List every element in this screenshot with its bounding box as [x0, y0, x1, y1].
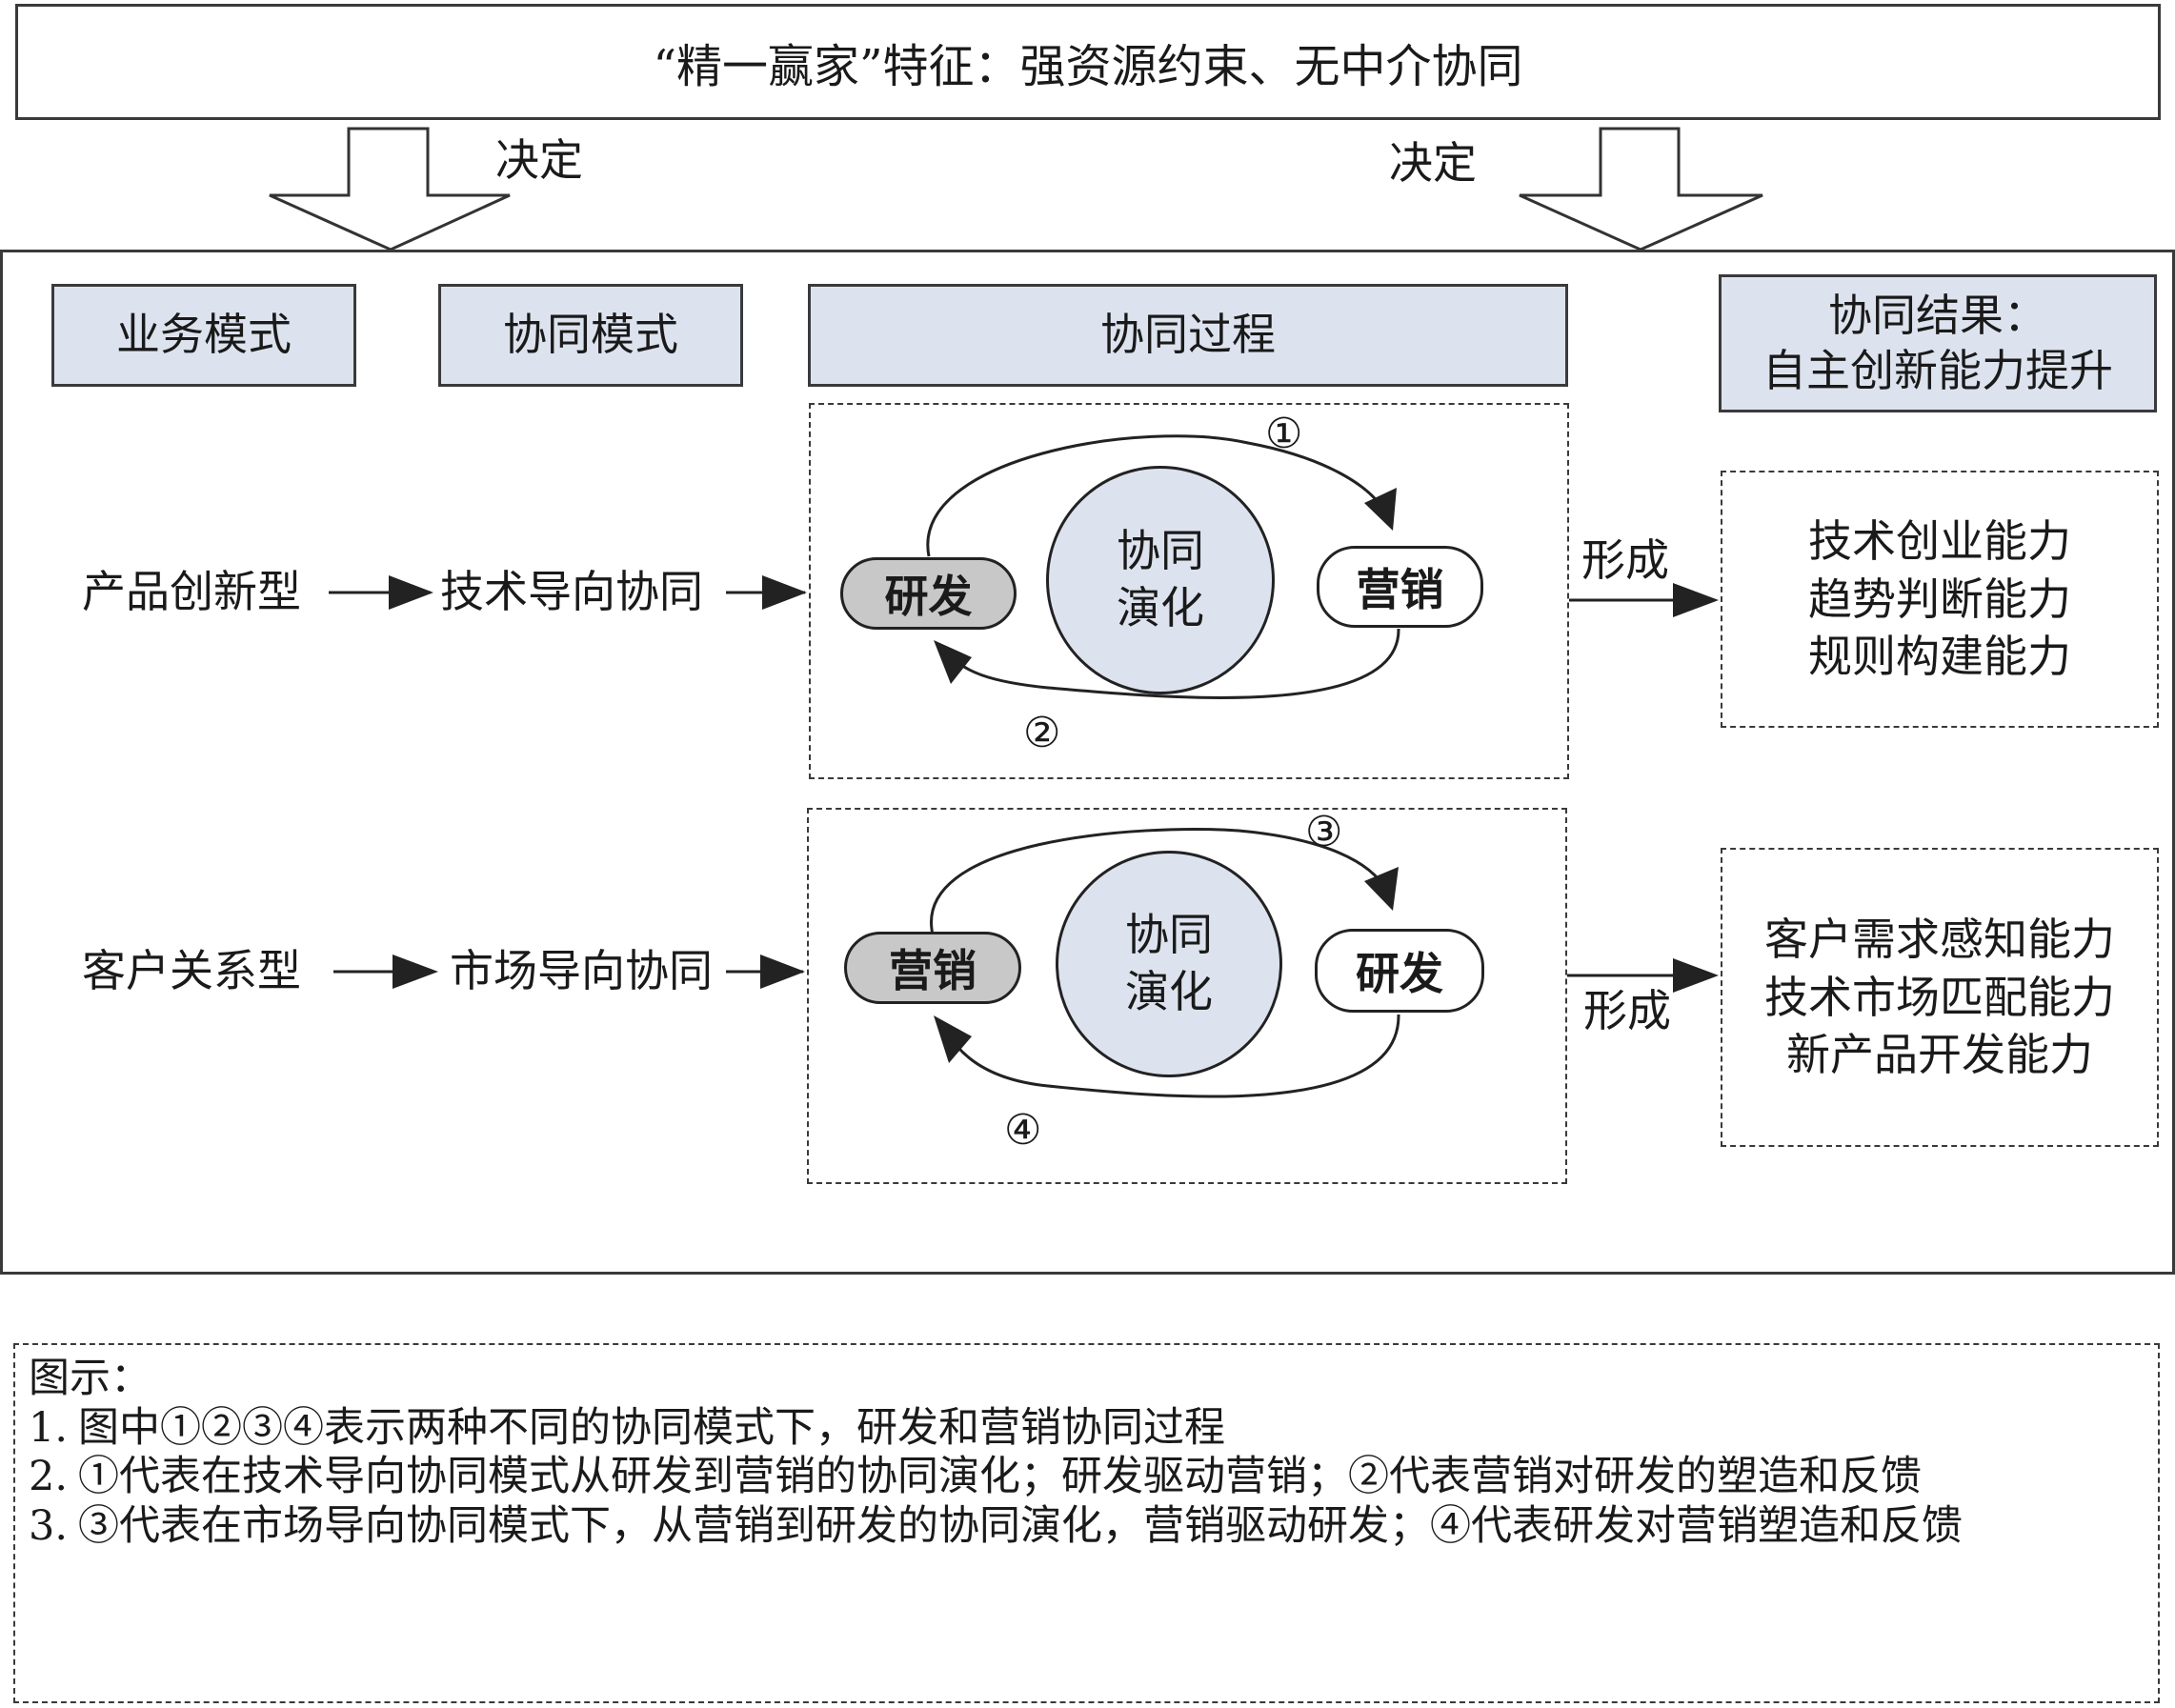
arrow-head-collab-to-process-1 [762, 575, 807, 610]
row2-center-circle: 协同 演化 [1056, 851, 1282, 1077]
row2-capability: 技术市场匹配能力 [1764, 971, 2115, 1023]
legend-item-num: 2. [29, 1453, 69, 1501]
row2-right-node-text: 研发 [1356, 948, 1443, 999]
row2-form-label: 形成 [1583, 985, 1671, 1036]
top-banner-text: “精一赢家”特征：强资源约束、无中介协同 [653, 40, 1523, 93]
decide-label-left: 决定 [495, 134, 583, 186]
main-frame [0, 250, 2175, 1275]
decide-arrow-left [269, 127, 511, 251]
row2-center-line1: 协同 [1125, 909, 1213, 961]
legend-item: 2. ①代表在技术导向协同模式从研发到营销的协同演化；研发驱动营销；②代表营销对… [29, 1453, 2145, 1502]
decide-arrows [269, 127, 1763, 251]
row1-form-label: 形成 [1581, 534, 1669, 586]
loop-2-top-arc [930, 828, 1388, 939]
row1-center-line2: 演化 [1117, 582, 1204, 633]
arrow-head-process-to-result-1 [1673, 583, 1719, 617]
header-collab-result-line1: 协同结果： [1828, 290, 2047, 341]
row1-capabilities: 技术创业能力 趋势判断能力 规则构建能力 [1721, 471, 2159, 728]
legend-box: 图示： 1. 图中①②③④表示两种不同的协同模式下，研发和营销协同过程 2. ①… [13, 1343, 2160, 1703]
row1-bottom-number: ② [1023, 709, 1061, 757]
legend-item: 1. 图中①②③④表示两种不同的协同模式下，研发和营销协同过程 [29, 1404, 2145, 1454]
loop-1-bottom-arc [946, 628, 1400, 699]
arrow-head-business-to-collab-2 [393, 954, 438, 989]
row2-left-node-text: 营销 [889, 945, 977, 996]
decide-arrow-right [1519, 127, 1763, 251]
row2-top-number: ③ [1305, 808, 1343, 856]
arrow-head-collab-to-process-2 [760, 954, 805, 989]
loop-2-bottom-arc [946, 1014, 1400, 1098]
legend-item-text: ③代表在市场导向协同模式下，从营销到研发的协同演化，营销驱动研发；④代表研发对营… [78, 1501, 1963, 1550]
decide-label-right: 决定 [1389, 137, 1477, 189]
row1-left-node: 研发 [840, 557, 1017, 630]
row2-left-node: 营销 [844, 932, 1021, 1004]
legend-item-text: 图中①②③④表示两种不同的协同模式下，研发和营销协同过程 [78, 1403, 1225, 1452]
header-business-mode-text: 业务模式 [116, 309, 292, 361]
legend-item: 3. ③代表在市场导向协同模式下，从营销到研发的协同演化，营销驱动研发；④代表研… [29, 1502, 2145, 1552]
arrow-head-business-to-collab-1 [389, 575, 433, 610]
row2-capability: 新产品开发能力 [1786, 1029, 2093, 1081]
row1-capability: 趋势判断能力 [1808, 573, 2071, 625]
row2-capability: 客户需求感知能力 [1764, 913, 2115, 965]
header-collab-process-text: 协同过程 [1100, 309, 1276, 361]
top-banner: “精一赢家”特征：强资源约束、无中介协同 [15, 4, 2161, 120]
row1-right-node: 营销 [1317, 546, 1483, 628]
flow-lines [329, 434, 1719, 1098]
loop-1-top-arc [926, 434, 1388, 557]
header-collab-process: 协同过程 [808, 284, 1568, 387]
row1-collab-label: 技术导向协同 [440, 566, 703, 617]
row1-business-label: 产品创新型 [82, 566, 301, 617]
header-collab-mode-text: 协同模式 [503, 309, 678, 361]
legend-item-text: ①代表在技术导向协同模式从研发到营销的协同演化；研发驱动营销；②代表营销对研发的… [78, 1453, 1922, 1501]
row2-right-node: 研发 [1315, 929, 1484, 1013]
header-collab-result: 协同结果： 自主创新能力提升 [1719, 274, 2157, 412]
legend-title: 图示： [29, 1355, 151, 1402]
row2-center-line2: 演化 [1125, 966, 1213, 1017]
row1-right-node-text: 营销 [1356, 564, 1444, 615]
header-business-mode: 业务模式 [51, 284, 356, 387]
legend-item-num: 3. [29, 1501, 69, 1550]
result-panel-2 [1721, 848, 2159, 1147]
result-panel-1 [1721, 471, 2159, 728]
loop-1-top-arrowhead [1364, 488, 1397, 531]
loop-1-bottom-arrowhead [934, 640, 972, 684]
legend-item-num: 1. [29, 1403, 69, 1452]
row1-top-number: ① [1265, 410, 1303, 458]
row2-bottom-number: ④ [1004, 1106, 1042, 1155]
row1-capability: 规则构建能力 [1808, 631, 2071, 683]
loop-2-bottom-arrowhead [934, 1015, 972, 1063]
arrow-head-process-to-result-2 [1673, 958, 1719, 993]
loop-2-top-arrowhead [1364, 867, 1399, 911]
row2-capabilities: 客户需求感知能力 技术市场匹配能力 新产品开发能力 [1721, 848, 2159, 1147]
header-collab-mode: 协同模式 [438, 284, 743, 387]
row2-collab-label: 市场导向协同 [450, 945, 713, 996]
row1-capability: 技术创业能力 [1808, 514, 2071, 567]
row1-center-circle: 协同 演化 [1046, 466, 1275, 694]
header-collab-result-line2: 自主创新能力提升 [1762, 344, 2113, 396]
row1-left-node-text: 研发 [884, 571, 973, 622]
row1-center-line1: 协同 [1117, 525, 1204, 577]
row2-business-label: 客户关系型 [82, 945, 301, 996]
